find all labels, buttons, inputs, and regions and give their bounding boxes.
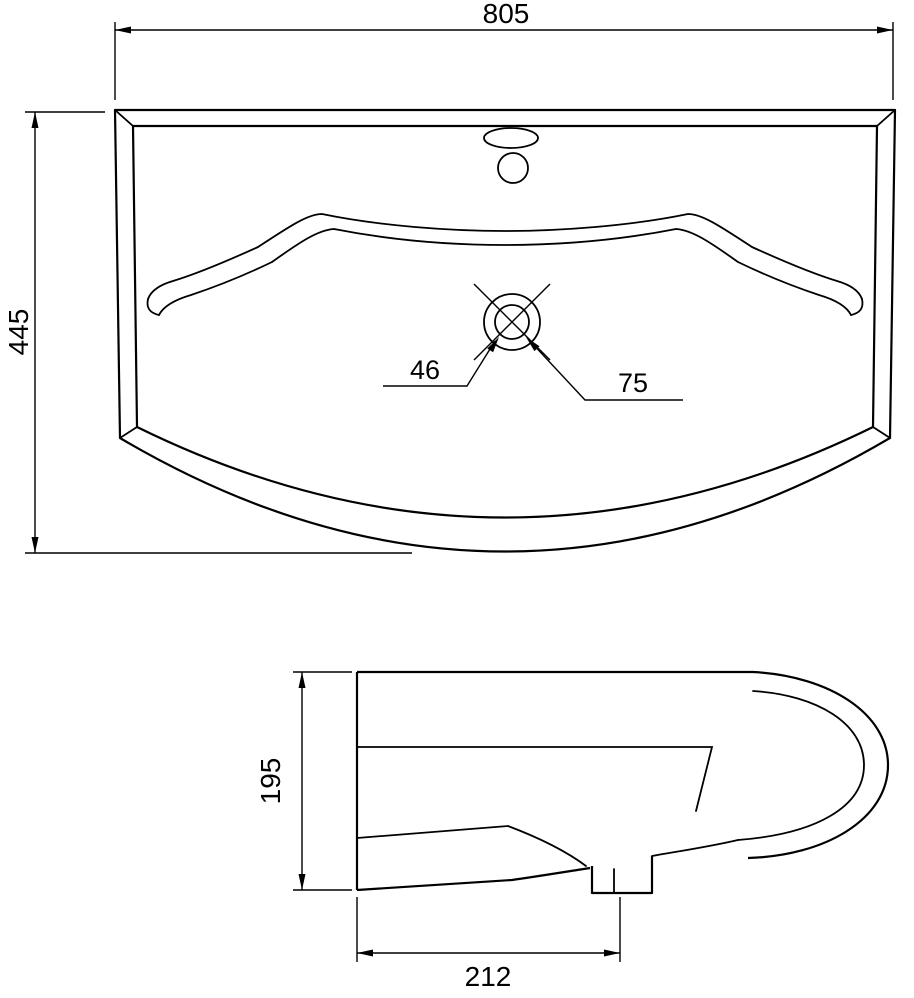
side-view-bottom-edge	[356, 866, 591, 892]
dimension-drain-offset: 212	[356, 897, 621, 992]
top-view-corner-facets	[114, 109, 896, 439]
drain-boss-outline	[590, 856, 654, 895]
width-dim-label: 805	[483, 0, 530, 29]
basin-upper-wing	[257, 213, 753, 248]
side-view-front-outer-curve	[747, 670, 890, 860]
top-view-inner-rim	[131, 124, 879, 519]
side-view-rim-underside	[356, 746, 714, 812]
faucet-recess-ellipse	[483, 127, 539, 149]
dim-arrow-right	[877, 26, 893, 34]
dim-arrow-right	[604, 949, 620, 957]
top-view-outer-outline	[113, 108, 897, 553]
dimension-depth: 445	[3, 111, 412, 554]
basin-left-hook-outer	[147, 246, 259, 300]
basin-left-hook-tip	[146, 298, 160, 316]
dim-arrow-top	[31, 112, 39, 128]
leader-arrow	[487, 337, 499, 353]
dimension-width: 805	[114, 0, 894, 100]
basin-right-hook-inner	[737, 261, 852, 316]
drain-boss-right-connect	[651, 839, 739, 857]
drain-leader-right: 75	[526, 337, 683, 401]
side-view-bowl-underside	[356, 825, 587, 867]
dim-arrow-left	[357, 949, 373, 957]
side-view: 195 212	[255, 670, 890, 992]
drain-outer-circle	[483, 293, 541, 351]
drain-dim-left-label: 46	[410, 355, 440, 385]
faucet-hole-circle	[497, 152, 529, 184]
basin-contours	[146, 213, 864, 316]
side-view-front-inner-curve	[737, 690, 865, 841]
drain-inner-circle	[494, 304, 530, 340]
basin-left-hook-inner	[158, 261, 273, 316]
faucet-hole	[483, 127, 539, 184]
height-dim-label: 195	[255, 758, 286, 805]
dim-arrow-bottom	[298, 874, 306, 890]
drain-dim-right-label: 75	[618, 368, 648, 398]
dimension-height: 195	[255, 671, 352, 891]
dim-arrow-left	[115, 26, 131, 34]
dim-arrow-bottom	[31, 537, 39, 553]
dim-arrow-top	[298, 672, 306, 688]
basin-lower-wing	[271, 228, 739, 263]
drain-leader-left: 46	[383, 337, 499, 387]
drain-offset-dim-label: 212	[465, 961, 512, 992]
leader-arrow	[526, 337, 540, 352]
basin-right-hook-tip	[850, 298, 864, 316]
depth-dim-label: 445	[3, 309, 34, 356]
top-view: 46 75 805 445	[3, 0, 897, 554]
basin-right-hook-outer	[751, 246, 863, 300]
drain-cross-line-2	[473, 283, 551, 361]
